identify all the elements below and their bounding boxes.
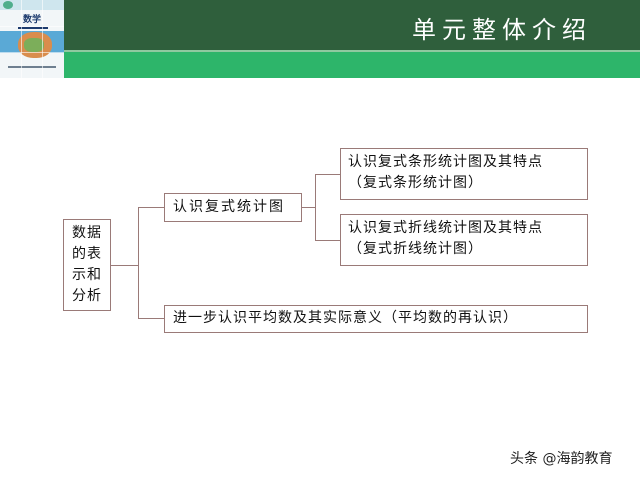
branch-node-compound-charts: 认识复式统计图	[164, 193, 302, 222]
connector-to-long	[138, 318, 164, 319]
header-green-band	[0, 52, 640, 78]
connector-root-vertical	[138, 207, 139, 319]
cover-grid-line	[0, 26, 64, 27]
branch-node-average: 进一步认识平均数及其实际意义（平均数的再认识）	[164, 305, 588, 333]
cover-bar	[18, 27, 48, 29]
connector-to-r1	[315, 174, 340, 175]
leaf-node-title: 认识复式折线统计图及其特点	[348, 220, 543, 236]
cover-grid-line	[42, 0, 43, 78]
connector-to-r2	[315, 240, 340, 241]
leaf-node-compound-line-chart: 认识复式折线统计图及其特点 （复式折线统计图）	[340, 214, 588, 266]
leaf-node-compound-bar-chart: 认识复式条形统计图及其特点 （复式条形统计图）	[340, 148, 588, 200]
connector-root	[111, 265, 138, 266]
page-title: 单元整体介绍	[412, 16, 592, 44]
cover-illustration-detail	[24, 38, 44, 52]
cover-grid-line	[0, 52, 64, 53]
leaf-node-subtitle: （复式折线统计图）	[348, 241, 483, 257]
textbook-cover-thumbnail: 数学	[0, 0, 64, 78]
root-node: 数据的表示和分析	[63, 219, 111, 311]
connector-mid-vertical	[315, 174, 316, 240]
header-dark-band	[0, 0, 640, 50]
watermark: 头条 @海韵教育	[510, 451, 613, 467]
cover-grid-line	[21, 0, 22, 78]
cover-footer	[8, 66, 56, 68]
connector-to-mid	[138, 207, 164, 208]
header-stripe	[0, 50, 640, 52]
connector-mid-out	[302, 207, 315, 208]
publisher-logo-icon	[3, 1, 13, 9]
leaf-node-title: 认识复式条形统计图及其特点	[348, 154, 543, 170]
cover-subject: 数学	[22, 15, 41, 25]
leaf-node-subtitle: （复式条形统计图）	[348, 175, 483, 191]
cover-top-band	[0, 0, 64, 10]
